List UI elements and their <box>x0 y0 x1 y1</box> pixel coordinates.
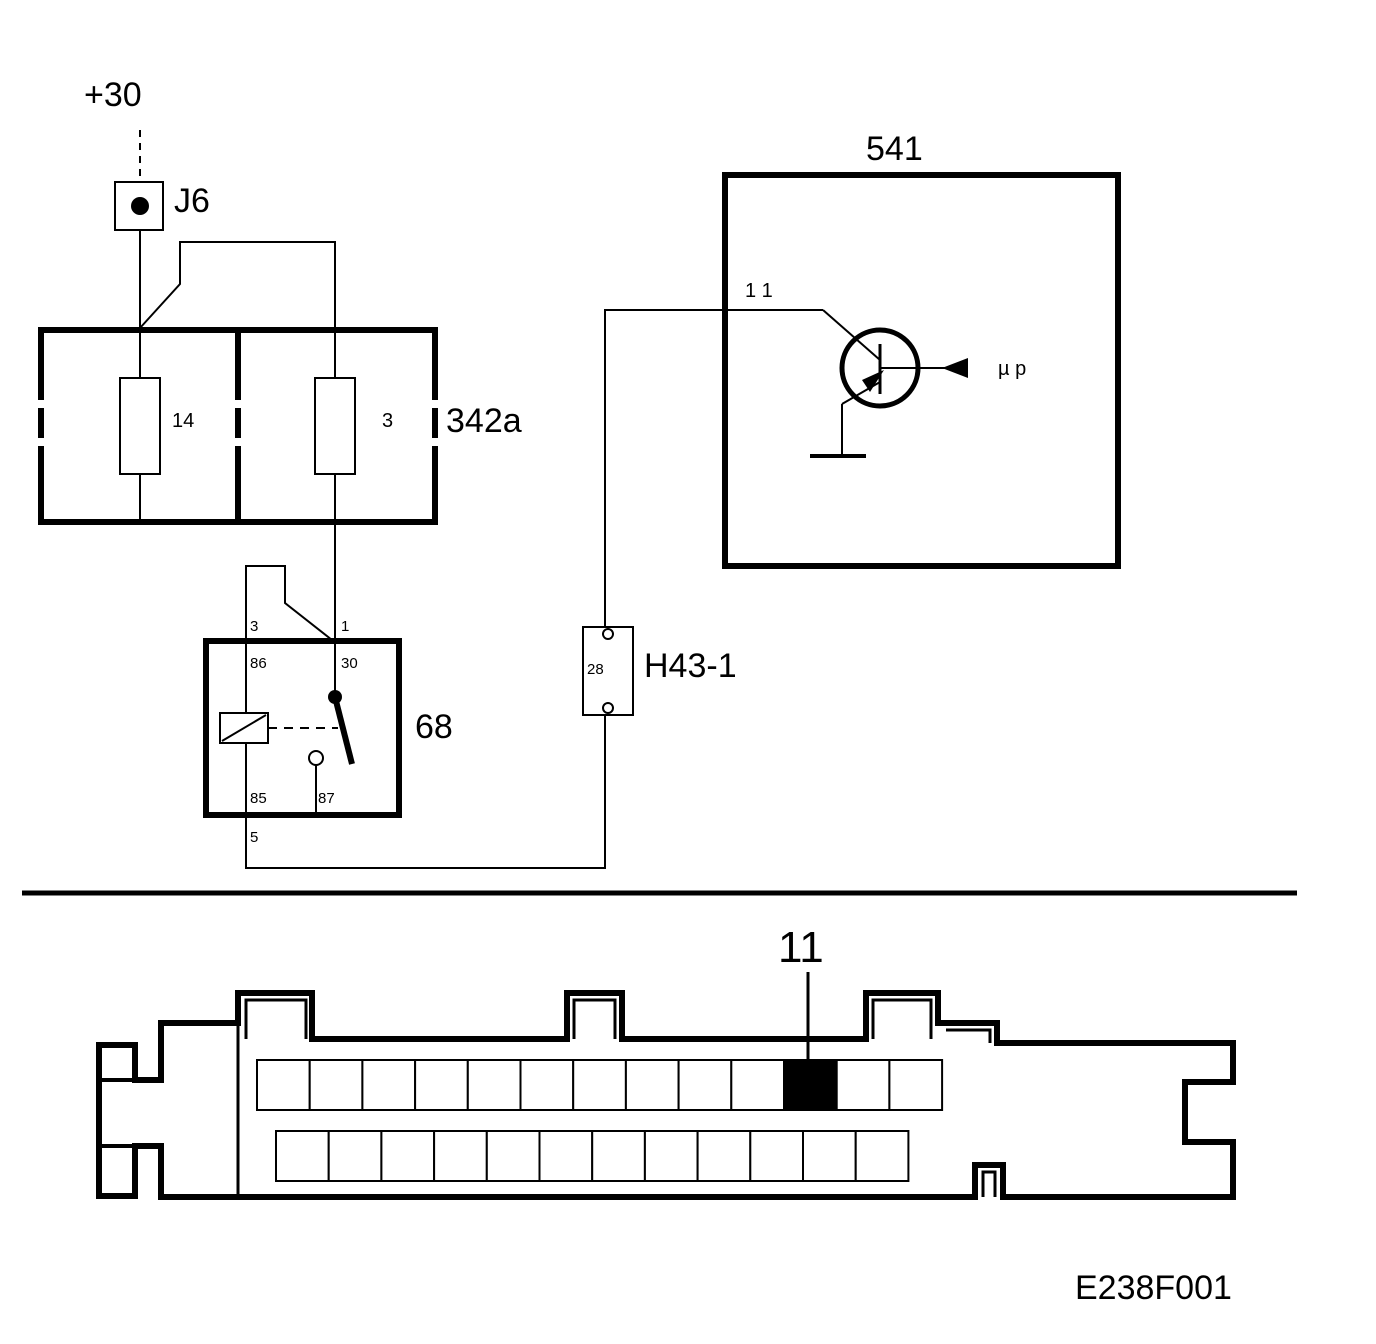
fuse-3-label: 3 <box>382 410 393 432</box>
fuse-14-label: 14 <box>172 410 194 432</box>
junction-label: J6 <box>174 182 210 220</box>
fuse-box-label: 342a <box>446 402 522 440</box>
module-541: 541 1 1 µ p <box>722 130 1121 569</box>
connector-h43-1: 28 H43-1 <box>582 626 737 716</box>
fuse-3-element <box>314 377 356 475</box>
module-mp-label: µ p <box>998 358 1026 380</box>
relay-pin-3: 3 <box>250 618 258 635</box>
connector-pin-cell <box>327 1130 383 1182</box>
relay-pin-5: 5 <box>250 829 258 846</box>
connector-pin-cell <box>308 1059 364 1111</box>
connector-body <box>582 626 634 716</box>
connector-to-module-wire <box>604 309 725 627</box>
connector-pin-cell <box>572 1059 627 1111</box>
relay-pin-30: 30 <box>341 655 358 672</box>
connector-pin-cell <box>677 1059 733 1111</box>
connector-pin-cell <box>888 1059 944 1111</box>
relay-68: 3 1 86 30 85 87 5 68 <box>203 565 453 846</box>
connector-pin-cell <box>538 1130 594 1182</box>
connector-label: H43-1 <box>644 647 737 685</box>
junction-j6: J6 <box>114 181 210 231</box>
relay-label: 68 <box>415 708 453 746</box>
connector-pin-cell <box>624 1059 680 1111</box>
connector-pin-cell <box>519 1059 575 1111</box>
connector-pin-cell <box>854 1130 910 1182</box>
connector-pin-cell <box>835 1059 891 1111</box>
relay-pin-86: 86 <box>250 655 267 672</box>
connector-pin-cell <box>380 1130 436 1182</box>
module-label: 541 <box>866 130 923 168</box>
pin-callout-label: 11 <box>778 923 824 972</box>
junction-dot <box>131 197 149 215</box>
connector-housing <box>96 990 1236 1200</box>
connector-pin-cell <box>802 1130 857 1182</box>
supply-wires <box>139 230 336 330</box>
connector-pin-cell <box>256 1059 311 1111</box>
input-arrow-icon <box>942 358 968 378</box>
fuse-box-342a: 14 3 342a <box>38 327 522 525</box>
connector-pin-cell <box>485 1130 541 1182</box>
figure-id: E238F001 <box>1075 1269 1232 1307</box>
supply-label: +30 <box>84 76 142 114</box>
relay-pin-85: 85 <box>250 790 267 807</box>
connector-pin-cell <box>433 1130 488 1182</box>
connector-pin-cell <box>466 1059 522 1111</box>
relay-switch-arm <box>332 696 355 765</box>
module-pin-label: 1 1 <box>745 280 773 302</box>
module-housing <box>722 172 1121 569</box>
connector-pin-cell <box>749 1130 804 1182</box>
connector-face-view: 11 <box>96 923 1236 1200</box>
relay-to-connector-wire <box>245 716 606 869</box>
fuse-14-element <box>119 377 161 475</box>
connector-pin-cell <box>275 1130 330 1182</box>
connector-pin-cell <box>361 1059 417 1111</box>
connector-top-row <box>256 1059 944 1111</box>
connector-pin-cell <box>730 1059 785 1111</box>
connector-pin-highlighted <box>783 1059 838 1111</box>
relay-housing <box>203 638 402 818</box>
connector-pin-cell <box>696 1130 752 1182</box>
connector-pin-label: 28 <box>587 661 604 678</box>
relay-pin-87: 87 <box>318 790 335 807</box>
relay-contact-87 <box>308 750 324 766</box>
connector-bottom-row <box>275 1130 910 1182</box>
relay-pin-1: 1 <box>341 618 349 635</box>
supply-terminal: +30 <box>84 76 142 180</box>
connector-pin-cell <box>414 1059 469 1111</box>
connector-pin-cell <box>643 1130 699 1182</box>
connector-pin-cell <box>591 1130 646 1182</box>
